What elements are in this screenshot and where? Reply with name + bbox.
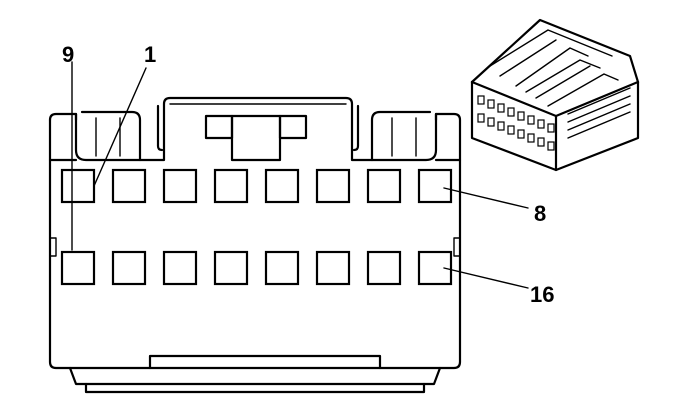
left-side-tab <box>49 237 57 257</box>
leader-line-1 <box>93 67 147 187</box>
cavity-pin-12 <box>213 250 249 286</box>
right-side-tab <box>453 237 461 257</box>
cavity-pin-1 <box>60 168 96 204</box>
iso-cavity <box>547 123 555 133</box>
cavity-pin-11 <box>162 250 198 286</box>
cavity-pin-13 <box>264 250 300 286</box>
iso-cavity <box>517 111 525 121</box>
iso-pin-cavities <box>477 95 555 151</box>
iso-cavity <box>547 141 555 151</box>
cavity-pin-10 <box>111 250 147 286</box>
iso-cavity <box>507 125 515 135</box>
leader-line-16 <box>443 267 529 289</box>
iso-body-edge <box>470 80 640 172</box>
connector-body <box>48 96 462 394</box>
latch-ridge <box>156 104 360 152</box>
iso-body-top <box>470 18 640 84</box>
latch-center-block <box>230 114 282 162</box>
pin-cavities <box>60 168 453 286</box>
iso-cavity <box>477 113 485 123</box>
iso-cavity <box>487 99 495 109</box>
base-rail-bottom <box>84 382 426 394</box>
cavity-pin-14 <box>315 250 351 286</box>
iso-cavity <box>497 103 505 113</box>
label-pin-9: 9 <box>62 42 74 67</box>
cavity-pin-15 <box>366 250 402 286</box>
iso-side-slots <box>567 87 631 139</box>
iso-cavity <box>477 95 485 105</box>
cavity-pin-4 <box>213 168 249 204</box>
iso-latch <box>489 29 619 107</box>
iso-cavity <box>487 117 495 127</box>
cavity-pin-8 <box>417 168 453 204</box>
iso-cavity <box>527 133 535 143</box>
iso-cavity <box>497 121 505 131</box>
leader-lines <box>71 61 529 289</box>
label-pin-8: 8 <box>534 201 546 226</box>
iso-cavity <box>537 137 545 147</box>
iso-cavity <box>527 115 535 125</box>
cavity-pin-7 <box>366 168 402 204</box>
right-ear-inner <box>391 117 417 157</box>
cavity-pin-2 <box>111 168 147 204</box>
label-pin-16: 16 <box>530 282 554 307</box>
label-pin-1: 1 <box>144 42 156 67</box>
iso-cavity <box>537 119 545 129</box>
leader-line-8 <box>443 187 529 209</box>
iso-cavity <box>517 129 525 139</box>
connector-iso-view <box>470 18 640 172</box>
left-ear-inner <box>95 117 121 157</box>
latch-outline <box>138 96 374 162</box>
cavity-pin-5 <box>264 168 300 204</box>
body-outline <box>48 112 462 370</box>
cavity-pin-6 <box>315 168 351 204</box>
right-ear <box>370 110 438 162</box>
iso-cavity <box>507 107 515 117</box>
body-left-top <box>48 112 78 122</box>
base-rail <box>68 366 442 386</box>
cavity-pin-9 <box>60 250 96 286</box>
body-bottom-step <box>148 354 382 370</box>
cavity-pin-3 <box>162 168 198 204</box>
latch-notch <box>204 114 308 140</box>
